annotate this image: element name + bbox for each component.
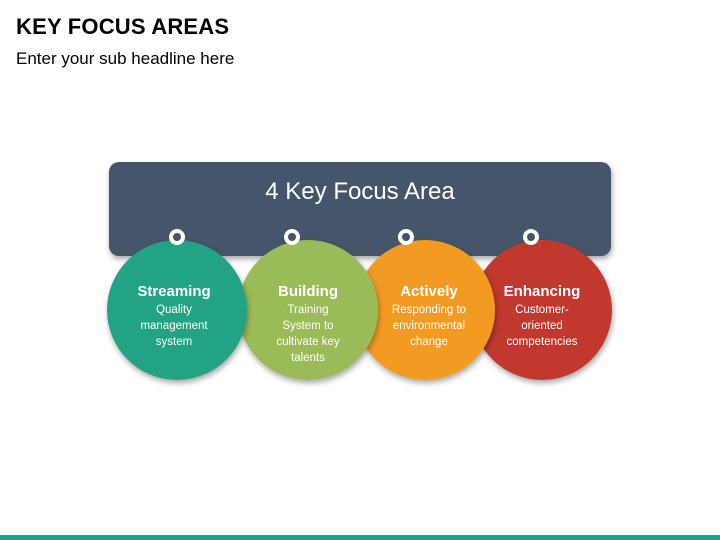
focus-area-4-description: Customer-oriented competencies — [506, 304, 578, 348]
focus-area-3-description: Responding to environmental change — [391, 304, 467, 348]
focus-area-4-heading: Enhancing — [503, 283, 581, 300]
focus-circle-4 — [472, 240, 612, 380]
focus-area-3-text: Actively Responding to environmental cha… — [377, 283, 481, 350]
ring-2 — [284, 229, 300, 245]
slide-title: KEY FOCUS AREAS — [16, 14, 230, 39]
focus-area-1-description: Quality management system — [140, 304, 208, 348]
ring-4 — [523, 229, 539, 245]
banner-label: 4 Key Focus Area — [265, 178, 455, 205]
bottom-accent-bar — [0, 535, 720, 540]
focus-area-1-heading: Streaming — [137, 283, 211, 300]
focus-area-2-text: Building Training System to cultivate ke… — [256, 283, 360, 366]
ring-1 — [169, 229, 185, 245]
banner-shape — [109, 162, 611, 256]
focus-area-1-text: Streaming Quality management system — [122, 283, 226, 350]
focus-area-4-text: Enhancing Customer-oriented competencies — [490, 283, 594, 350]
slide-subtitle: Enter your sub headline here — [16, 49, 235, 68]
ring-3 — [398, 229, 414, 245]
focus-circle-1 — [107, 240, 247, 380]
focus-circle-3 — [355, 240, 495, 380]
focus-area-3-heading: Actively — [400, 283, 458, 300]
focus-area-2-heading: Building — [278, 283, 338, 300]
focus-circle-2 — [238, 240, 378, 380]
focus-area-2-description: Training System to cultivate key talents — [276, 304, 340, 364]
